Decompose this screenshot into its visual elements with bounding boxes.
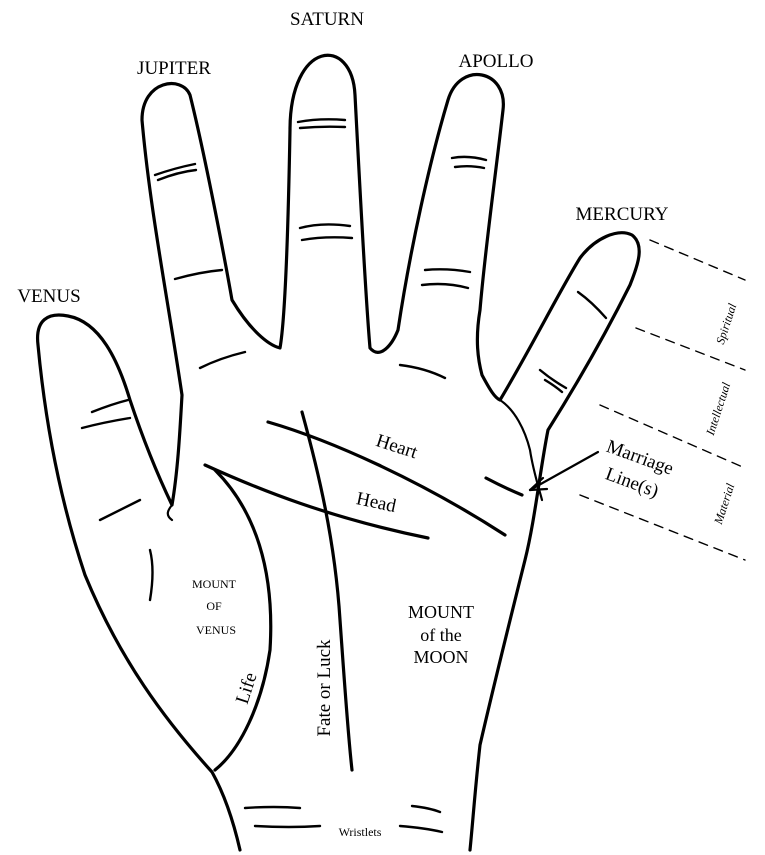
jupiter-creases — [155, 164, 245, 368]
label-head-line: Head — [354, 488, 398, 517]
label-material: Material — [711, 481, 738, 527]
label-wristlets: Wristlets — [339, 825, 382, 839]
label-heart-line: Heart — [373, 430, 420, 463]
apollo-creases — [400, 157, 486, 378]
label-mount-moon-2: of the — [420, 625, 461, 645]
label-mount-venus-1: MOUNT — [192, 577, 237, 591]
label-saturn: SATURN — [290, 9, 364, 30]
life-line — [215, 470, 271, 770]
label-mount-venus-3: VENUS — [196, 623, 236, 637]
label-jupiter: JUPITER — [137, 58, 211, 79]
label-mount-venus-2: OF — [206, 599, 222, 613]
hand-outline — [38, 55, 640, 850]
marriage-lines — [486, 478, 522, 495]
label-mercury: MERCURY — [576, 204, 669, 225]
label-venus: VENUS — [17, 286, 80, 307]
mercury-creases — [540, 292, 606, 392]
label-mount-moon-3: MOON — [413, 647, 468, 667]
label-mount-moon-1: MOUNT — [408, 602, 474, 622]
saturn-creases — [298, 119, 352, 240]
label-intellectual: Intellectual — [703, 380, 734, 438]
label-apollo: APOLLO — [459, 51, 534, 72]
label-spiritual: Spiritual — [713, 301, 740, 346]
label-fate-line: Fate or Luck — [314, 639, 335, 737]
thumb-inner-edge — [168, 505, 172, 520]
